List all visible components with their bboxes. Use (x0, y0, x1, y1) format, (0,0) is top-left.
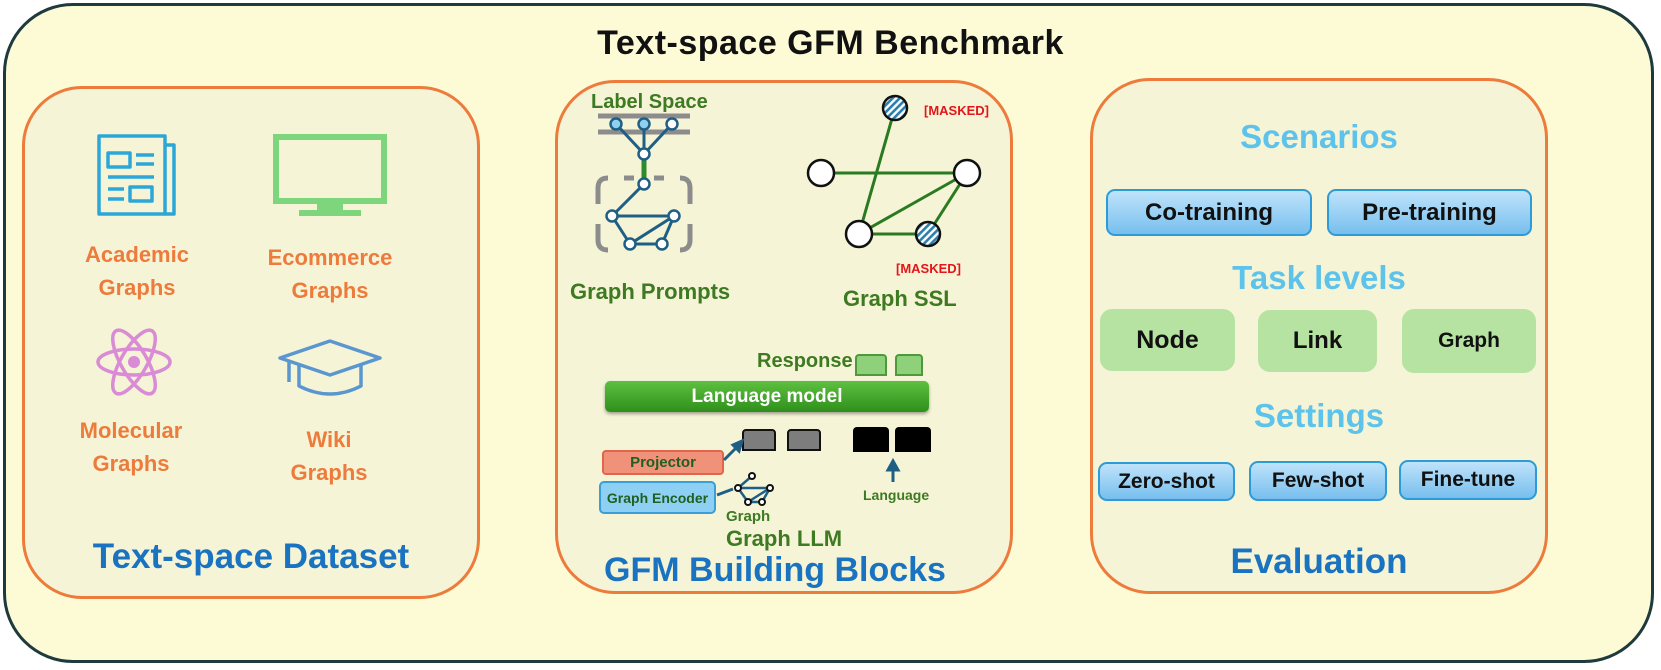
response-label: Response (757, 350, 853, 372)
masked-label-bottom: [MASKED] (896, 261, 961, 276)
graph-llm-label: Graph LLM (726, 526, 843, 551)
graph-prompts-label: Graph Prompts (570, 279, 731, 304)
graph-task-box: Graph (1402, 309, 1536, 373)
monitor-icon (273, 134, 387, 216)
graph-llm-connectors (716, 438, 901, 497)
task-levels-heading: Task levels (1232, 259, 1406, 296)
language-token-1 (853, 427, 889, 452)
link-task-box: Link (1258, 310, 1377, 372)
few-shot-box: Few-shot (1249, 461, 1387, 501)
language-token-2 (895, 427, 931, 452)
fine-tune-box: Fine-tune (1399, 460, 1537, 500)
response-token-2 (895, 354, 923, 376)
atom-icon (96, 328, 172, 396)
page-title: Text-space GFM Benchmark (597, 24, 1064, 62)
graph-encoder-box: Graph Encoder (599, 481, 716, 514)
projector-label: Projector (630, 454, 696, 471)
graph-ssl-illustration (806, 94, 982, 249)
blocks-title: GFM Building Blocks (604, 551, 946, 589)
pre-training-box: Pre-training (1327, 189, 1532, 236)
node-task-box: Node (1100, 309, 1235, 371)
language-model-label: Language model (691, 385, 843, 407)
settings-heading: Settings (1253, 397, 1385, 434)
graph-mini-icon (734, 472, 774, 506)
co-training-box: Co-training (1106, 189, 1312, 236)
language-model-bar: Language model (605, 381, 929, 412)
projector-box: Projector (602, 450, 724, 475)
graph-ssl-label: Graph SSL (843, 286, 957, 311)
graduation-cap-icon (278, 339, 382, 396)
dataset-title: Text-space Dataset (92, 537, 410, 576)
response-token-1 (855, 354, 887, 376)
scenarios-heading: Scenarios (1240, 118, 1398, 155)
dataset-panel (22, 86, 480, 599)
masked-label-top: [MASKED] (924, 103, 989, 118)
graph-prompts-illustration (595, 113, 693, 253)
language-small-label: Language (863, 487, 930, 503)
evaluation-title: Evaluation (1230, 542, 1408, 581)
newspaper-icon (97, 134, 176, 216)
zero-shot-box: Zero-shot (1098, 462, 1235, 501)
label-space-label: Label Space (591, 91, 708, 113)
graph-token-2 (787, 429, 821, 451)
graph-encoder-label: Graph Encoder (606, 489, 709, 506)
graph-small-label: Graph (726, 508, 771, 525)
